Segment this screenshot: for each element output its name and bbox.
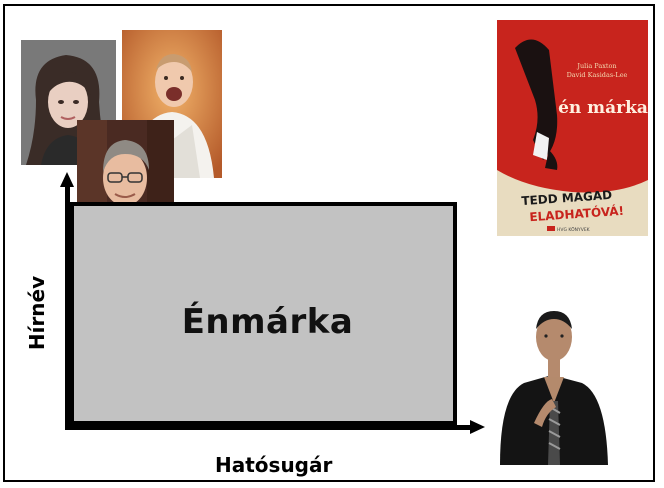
- y-axis-arrowhead: [60, 172, 74, 187]
- x-axis-arrowhead: [470, 420, 485, 434]
- book-title: én márka: [558, 98, 648, 118]
- book-authors-line1: Julia Paxton: [576, 62, 616, 70]
- personal-brand-box: Énmárka: [70, 202, 457, 425]
- y-axis-label: Hírnév: [25, 275, 49, 351]
- book-slogan-line2: ELADHATÓVÁ!: [529, 203, 625, 225]
- y-axis-line: [65, 185, 70, 430]
- man-in-black-shirt-photo: [494, 303, 614, 465]
- book-authors-line2: David Kasidas-Lee: [567, 71, 628, 79]
- book-cover-image: Julia Paxton David Kasidas-Lee én márka …: [497, 20, 648, 236]
- box-label: Énmárka: [181, 302, 354, 342]
- x-axis-label: Hatósugár: [215, 453, 333, 477]
- book-slogan-line1: TEDD MAGAD: [521, 188, 613, 208]
- book-publisher: HVG KÖNYVEK: [557, 226, 591, 233]
- x-axis-line: [65, 425, 473, 430]
